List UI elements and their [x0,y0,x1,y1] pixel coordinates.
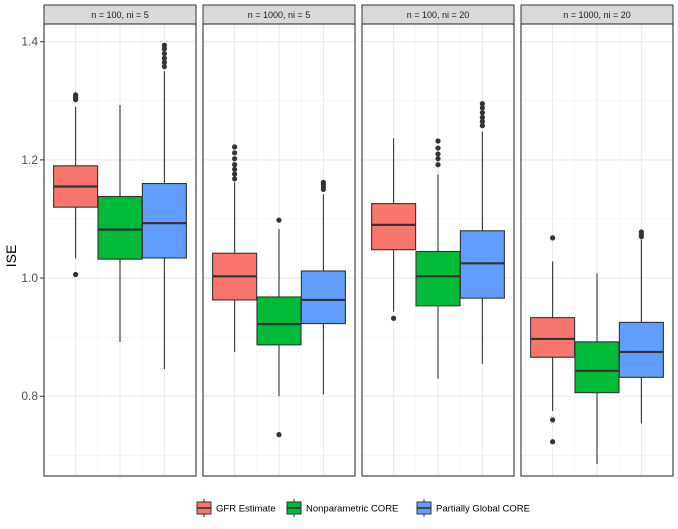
box-iqr [530,317,576,358]
boxplot [530,235,576,445]
outlier-point [73,271,79,278]
outlier-point [391,315,397,321]
box-iqr [141,182,187,259]
facet-panel: n = 1000, ni = 20 [520,4,674,477]
y-tick-label: 1.2 [21,153,38,167]
outlier-point [435,151,441,157]
facet-panel: n = 1000, ni = 5 [202,4,356,477]
box-iqr [256,296,302,346]
outlier-point [479,114,485,120]
outlier-point [479,110,485,116]
outlier-point [161,55,167,61]
y-axis-ticks: 0.8 1.0 1.2 1.4 [21,35,44,403]
facet-strip-label: n = 1000, ni = 20 [563,10,631,20]
outlier-point [479,101,485,107]
outlier-point [232,171,238,177]
y-tick-label: 0.8 [21,389,38,403]
legend-label: Nonparametric CORE [306,504,398,515]
outlier-point [276,432,282,438]
outlier-point [73,92,79,98]
facet-strip-label: n = 1000, ni = 5 [248,10,311,20]
boxplot [371,138,417,321]
legend-label: Partially Global CORE [436,504,530,515]
y-axis-title: ISE [3,245,19,268]
panel-border [43,23,197,477]
boxplot [212,144,258,352]
legend-item: GFR Estimate [196,499,276,517]
outlier-point [435,162,441,168]
panel-border [202,23,356,477]
outlier-point [161,63,167,70]
box-iqr [618,321,664,378]
outlier-point [479,105,485,111]
facet-panel: n = 100, ni = 20 [361,4,515,477]
outlier-point [232,156,238,162]
boxplot [256,217,302,438]
box-iqr [300,270,346,325]
boxplot [574,273,620,465]
outlier-point [550,417,556,423]
boxplot [141,42,187,370]
outlier-point [479,123,485,129]
outlier-point [550,235,556,241]
outlier-point [276,217,282,223]
outlier-point [550,439,556,445]
panel-border [520,23,674,477]
boxplot [415,138,461,379]
y-tick-label: 1.0 [21,271,38,285]
legend: GFR Estimate Nonparametric CORE Partially … [196,499,530,517]
facet-panel: n = 100, ni = 5 [43,4,197,477]
facet-strip-label: n = 100, ni = 5 [91,10,149,20]
outlier-point [320,179,326,185]
boxplot [459,101,505,364]
outlier-point [435,138,441,144]
outlier-point [232,166,238,172]
panel-border [361,23,515,477]
legend-item: Partially Global CORE [416,499,530,517]
box-iqr [371,203,417,251]
box-iqr [459,230,505,299]
facet-panels: n = 100, ni = 5 n = 1000, ni = 5 n = 100, … [43,4,674,477]
outlier-point [232,162,238,168]
legend-label: GFR Estimate [216,504,276,515]
boxplot [300,179,346,395]
outlier-point [232,144,238,150]
outlier-point [232,150,238,156]
y-tick-label: 1.4 [21,35,38,49]
outlier-point [161,50,167,57]
outlier-point [435,156,441,162]
box-iqr [574,341,620,394]
outlier-point [435,145,441,151]
facet-strip-label: n = 100, ni = 20 [407,10,470,20]
outlier-point [638,229,644,235]
legend-item: Nonparametric CORE [286,499,398,517]
boxplot [53,92,99,278]
boxplot [97,104,143,342]
outlier-point [161,59,167,66]
box-iqr [97,195,143,260]
outlier-point [232,176,238,182]
outlier-point [161,42,167,48]
box-iqr [415,250,461,307]
boxplot [618,229,664,424]
outlier-point [479,118,485,125]
